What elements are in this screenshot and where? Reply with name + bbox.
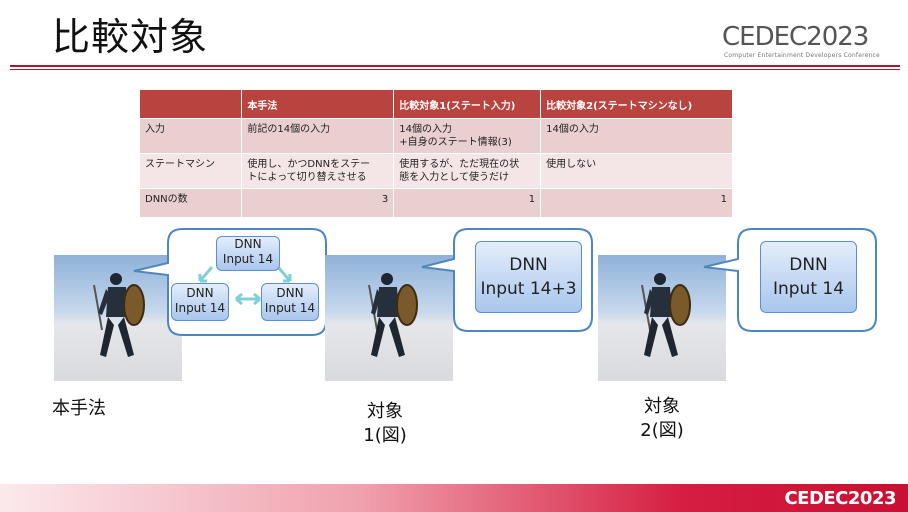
character-scene-cmp1 xyxy=(325,255,453,381)
caption-line: 1(図) xyxy=(363,425,407,446)
table-header-cell: 比較対象1(ステート入力) xyxy=(393,90,542,119)
knight-figure xyxy=(368,273,418,357)
table-row: ステートマシン 使用し、かつDNNをステートによって切り替えさせる 使用するが、… xyxy=(140,153,733,189)
caption-line: 2(図) xyxy=(640,420,684,441)
table-cell: 1 xyxy=(393,188,542,217)
cedec-logo: CEDEC2023 xyxy=(722,22,869,52)
title-rule xyxy=(10,65,900,67)
table-cell: 使用しない xyxy=(540,153,733,189)
dnn-label: DNN xyxy=(276,286,304,300)
cell-line: 使用し、かつDNNをステー xyxy=(247,159,371,170)
caption-cmp1: 対象 1(図) xyxy=(350,400,420,448)
dnn-label: DNN xyxy=(186,286,214,300)
dnn-box-left: DNN Input 14 xyxy=(171,283,229,321)
dnn-input-label: Input 14 xyxy=(772,279,845,299)
caption-cmp2: 対象 2(図) xyxy=(627,395,697,443)
dnn-box-top: DNN Input 14 xyxy=(216,236,280,271)
caption-line: 対象 xyxy=(367,401,403,422)
knight-figure xyxy=(641,273,691,357)
caption-ours: 本手法 xyxy=(52,398,106,419)
cell-line: 14個の入力 xyxy=(399,124,453,135)
table-cell: 使用し、かつDNNをステートによって切り替えさせる xyxy=(241,153,395,189)
dnn-box-right: DNN Input 14 xyxy=(261,283,319,321)
table-header-cell: 本手法 xyxy=(241,90,395,119)
dnn-box-cmp2: DNN Input 14 xyxy=(760,241,857,313)
dnn-label: DNN xyxy=(234,237,262,251)
row-label: ステートマシン xyxy=(140,153,243,189)
row-label: 入力 xyxy=(140,118,243,154)
cell-line: +自身のステート情報(3) xyxy=(399,137,512,148)
dnn-input-label: Input 14 xyxy=(264,301,316,315)
slide-title: 比較対象 xyxy=(52,15,209,59)
dnn-input-label: Input 14+3 xyxy=(480,279,577,299)
table-cell: 前記の14個の入力 xyxy=(241,118,395,154)
table-row: 入力 前記の14個の入力 14個の入力 +自身のステート情報(3) 14個の入力 xyxy=(140,118,733,154)
footer-bar xyxy=(0,484,908,512)
dnn-input-label: Input 14 xyxy=(222,252,274,266)
cell-line: 態を入力として使うだけ xyxy=(399,172,509,183)
dnn-label: DNN xyxy=(789,255,828,275)
table-cell: 14個の入力 +自身のステート情報(3) xyxy=(393,118,542,154)
row-label: DNNの数 xyxy=(140,188,243,217)
knight-figure xyxy=(93,273,145,357)
dnn-input-label: Input 14 xyxy=(174,301,226,315)
dnn-box-cmp1: DNN Input 14+3 xyxy=(475,241,582,313)
table-cell: 3 xyxy=(241,188,395,217)
caption-line: 対象 xyxy=(644,396,680,417)
character-scene-cmp2 xyxy=(598,255,726,381)
table-header-row: 本手法 比較対象1(ステート入力) 比較対象2(ステートマシンなし) xyxy=(140,90,733,119)
table-cell: 1 xyxy=(540,188,733,217)
dnn-label: DNN xyxy=(509,255,548,275)
table-cell: 14個の入力 xyxy=(540,118,733,154)
cell-line: トによって切り替えさせる xyxy=(247,172,367,183)
character-scene-ours xyxy=(54,255,182,381)
comparison-table: 本手法 比較対象1(ステート入力) 比較対象2(ステートマシンなし) 入力 前記… xyxy=(140,90,733,217)
cedec-logo-subtitle: Computer Entertainment Developers Confer… xyxy=(724,52,880,59)
cedec-footer-logo: CEDEC2023 xyxy=(784,488,896,509)
table-header-cell xyxy=(140,90,243,119)
table-cell: 使用するが、ただ現在の状態を入力として使うだけ xyxy=(393,153,542,189)
table-header-cell: 比較対象2(ステートマシンなし) xyxy=(540,90,733,119)
cell-line: 使用するが、ただ現在の状 xyxy=(399,159,520,170)
table-row: DNNの数 3 1 1 xyxy=(140,188,733,217)
title-rule-thin xyxy=(10,69,900,70)
